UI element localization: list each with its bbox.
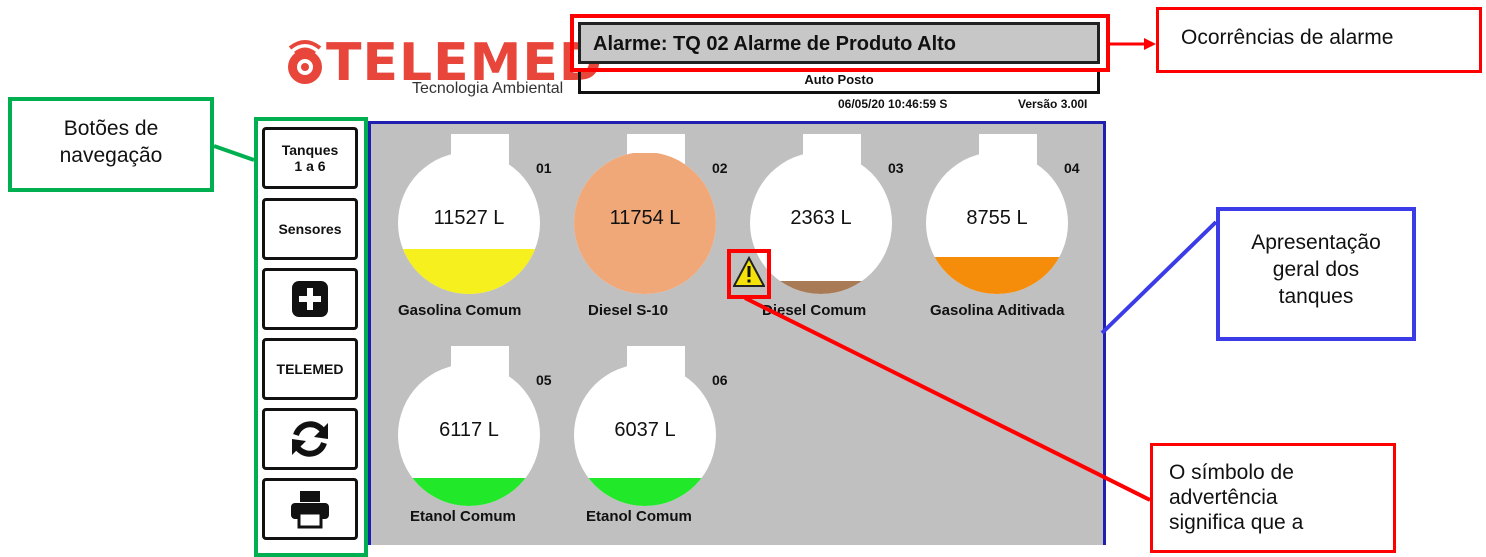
brand-name: TELEMED	[326, 33, 604, 93]
tank-03[interactable]: 2363 L 03	[750, 134, 920, 304]
tank-volume: 6117 L	[439, 419, 499, 441]
tank-product-name: Diesel Comum	[762, 302, 867, 319]
tank-body: 11754 L	[574, 152, 716, 294]
tank-volume: 11527 L	[433, 207, 505, 229]
tank-product-name: Gasolina Aditivada	[930, 302, 1065, 319]
telemed-button[interactable]: TELEMED	[262, 338, 358, 400]
tank-number: 04	[1064, 160, 1080, 176]
tank-body: 2363 L	[750, 152, 892, 294]
tank-volume: 2363 L	[790, 207, 852, 229]
tank-04[interactable]: 8755 L 04	[926, 134, 1096, 304]
tank-volume: 8755 L	[966, 207, 1028, 229]
tank-number: 02	[712, 160, 728, 176]
tank-volume: 6037 L	[614, 419, 676, 441]
tank-fill-level	[398, 248, 540, 294]
tank-fill-level	[574, 477, 716, 506]
refresh-icon	[292, 421, 328, 457]
datetime-readout: 06/05/20 10:46:59 S	[838, 97, 948, 111]
tank-fill-level	[574, 153, 716, 294]
callout-tanks: Apresentação geral dos tanques	[1216, 207, 1416, 341]
tanks-button[interactable]: Tanques 1 a 6	[262, 127, 358, 189]
site-name: Auto Posto	[578, 72, 1100, 94]
tank-body: 11527 L	[398, 152, 540, 294]
plus-square-icon	[292, 281, 328, 317]
tank-02[interactable]: 11754 L 02	[574, 134, 744, 304]
tank-number: 03	[888, 160, 904, 176]
warning-triangle-icon[interactable]	[733, 254, 765, 292]
telemed-logo-icon	[288, 40, 322, 84]
callout-navigation: Botões de navegação	[8, 97, 214, 192]
tank-volume: 11754 L	[609, 207, 681, 229]
tank-product-name: Gasolina Comum	[398, 302, 522, 319]
tank-number: 06	[712, 372, 728, 388]
tank-01[interactable]: 11527 L 01	[398, 134, 568, 304]
print-button[interactable]	[262, 478, 358, 540]
tank-number: 01	[536, 160, 552, 176]
brand-tagline: Tecnologia Ambiental	[412, 80, 564, 97]
callout-warning: O símbolo de advertência significa que a	[1150, 443, 1396, 553]
tank-05[interactable]: 6117 L 05	[398, 346, 568, 516]
tank-body: 8755 L	[926, 152, 1068, 294]
alarm-banner[interactable]: Alarme: TQ 02 Alarme de Produto Alto	[578, 22, 1100, 64]
tank-product-name: Diesel S-10	[588, 302, 669, 319]
alarm-highlight	[570, 14, 1110, 72]
printer-icon	[291, 491, 329, 529]
callout-alarm: Ocorrências de alarme	[1156, 7, 1482, 73]
tank-number: 05	[536, 372, 552, 388]
tank-product-name: Etanol Comum	[410, 508, 516, 525]
tank-body: 6117 L	[398, 364, 540, 506]
tank-06[interactable]: 6037 L 06	[574, 346, 744, 516]
add-button[interactable]	[262, 268, 358, 330]
version-label: Versão 3.00I	[1018, 97, 1088, 111]
tank-body: 6037 L	[574, 364, 716, 506]
tank-product-name: Etanol Comum	[586, 508, 692, 525]
tank-fill-level	[750, 281, 892, 294]
warning-highlight	[727, 249, 771, 299]
tank-fill-level	[398, 477, 540, 506]
refresh-button[interactable]	[262, 408, 358, 470]
tank-fill-level	[926, 257, 1068, 294]
annotation-lines	[213, 38, 1218, 502]
sensors-button[interactable]: Sensores	[262, 198, 358, 260]
